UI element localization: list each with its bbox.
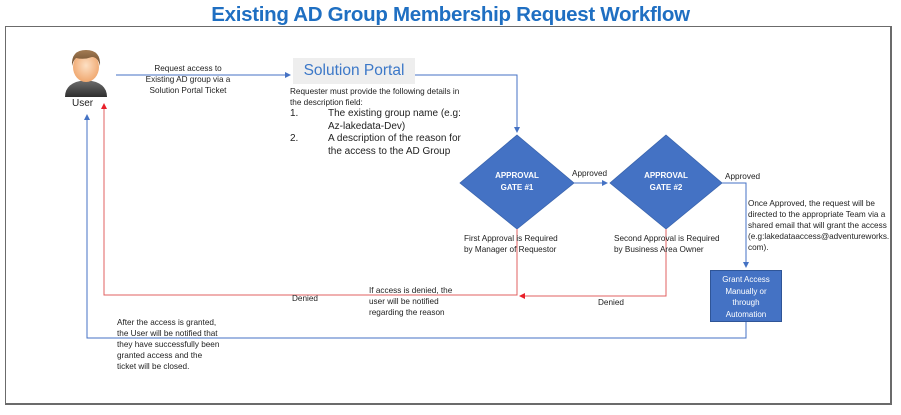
granted-return-arrow — [84, 114, 747, 339]
denied-label-1: Denied — [292, 294, 318, 303]
user-label: User — [72, 98, 94, 109]
grant-line: Automation — [725, 309, 767, 319]
approved-note-line: (e.g:lakedataaccess@adventureworks. — [748, 232, 890, 241]
grant-line: Manually or — [725, 286, 767, 296]
page-title: Existing AD Group Membership Request Wor… — [211, 3, 690, 26]
user-avatar-icon — [65, 50, 107, 97]
list-item: 2. A description of the reason for the a… — [290, 133, 470, 158]
gate-1-note: First Approval is Required by Manager of… — [464, 233, 558, 255]
gate-note-line: by Business Area Owner — [614, 245, 704, 254]
list-text: A description of the reason for the acce… — [328, 133, 461, 157]
grant-line: through — [732, 298, 760, 307]
gate-label-line: APPROVAL — [495, 171, 539, 180]
denied-note-line: If access is denied, the — [369, 286, 453, 295]
portal-to-gate1-arrow — [415, 74, 520, 133]
gate-note-line: by Manager of Requestor — [464, 245, 557, 254]
denied-arrow-gate2 — [519, 229, 667, 299]
granted-note-line: the User will be notified that — [117, 329, 218, 338]
grant-access-box: Grant Access Manually or through Automat… — [710, 270, 782, 322]
approved-note-line: Once Approved, the request will be — [748, 199, 875, 208]
granted-note-line: they have successfully been — [117, 340, 220, 349]
portal-intro: Requester must provide the following det… — [290, 87, 460, 107]
list-number: 1. — [290, 108, 299, 119]
denied-note: If access is denied, the user will be no… — [369, 285, 452, 318]
denied-note-line: regarding the reason — [369, 308, 445, 317]
approved-note-line: directed to the appropriate Team via a — [748, 210, 886, 219]
gate-label-line: GATE #1 — [500, 183, 534, 192]
granted-note-line: After the access is granted, — [117, 318, 217, 327]
request-note-line: Request access to — [154, 64, 222, 73]
denied-note-line: user will be notified — [369, 297, 439, 306]
list-number: 2. — [290, 133, 299, 144]
approved-note: Once Approved, the request will be direc… — [748, 198, 901, 253]
denied-label-2: Denied — [598, 298, 624, 307]
granted-note: After the access is granted, the User wi… — [117, 317, 219, 372]
request-note-line: Solution Portal Ticket — [149, 86, 227, 95]
approval-gate-1-label: APPROVAL GATE #1 — [477, 170, 557, 194]
granted-note-line: ticket will be closed. — [117, 362, 190, 371]
approved-note-line: com). — [748, 243, 769, 252]
gate-note-line: Second Approval is Required — [614, 234, 720, 243]
list-item: 1. The existing group name (e.g: Az-lake… — [290, 108, 470, 133]
approved-arrow-2 — [722, 182, 749, 268]
request-note-line: Existing AD group via a — [145, 75, 231, 84]
denied-arrow-gate1 — [101, 103, 518, 296]
grant-line: Grant Access — [722, 275, 770, 284]
portal-requirements-list: 1. The existing group name (e.g: Az-lake… — [290, 108, 470, 158]
approved-label-1: Approved — [572, 169, 608, 178]
gate-2-note: Second Approval is Required by Business … — [614, 233, 720, 255]
gate-label-line: GATE #2 — [649, 183, 683, 192]
gate-note-line: First Approval is Required — [464, 234, 558, 243]
list-text: The existing group name (e.g: Az-lakedat… — [328, 108, 461, 132]
gate-label-line: APPROVAL — [644, 171, 688, 180]
request-note: Request access to Existing AD group via … — [128, 63, 248, 96]
granted-note-line: granted access and the — [117, 351, 203, 360]
solution-portal-box: Solution Portal — [293, 58, 415, 84]
diagram-frame — [5, 26, 892, 405]
approval-gate-2-label: APPROVAL GATE #2 — [626, 170, 706, 194]
approved-label-2: Approved — [725, 172, 761, 181]
approved-note-line: shared email that will grant the access — [748, 221, 887, 230]
